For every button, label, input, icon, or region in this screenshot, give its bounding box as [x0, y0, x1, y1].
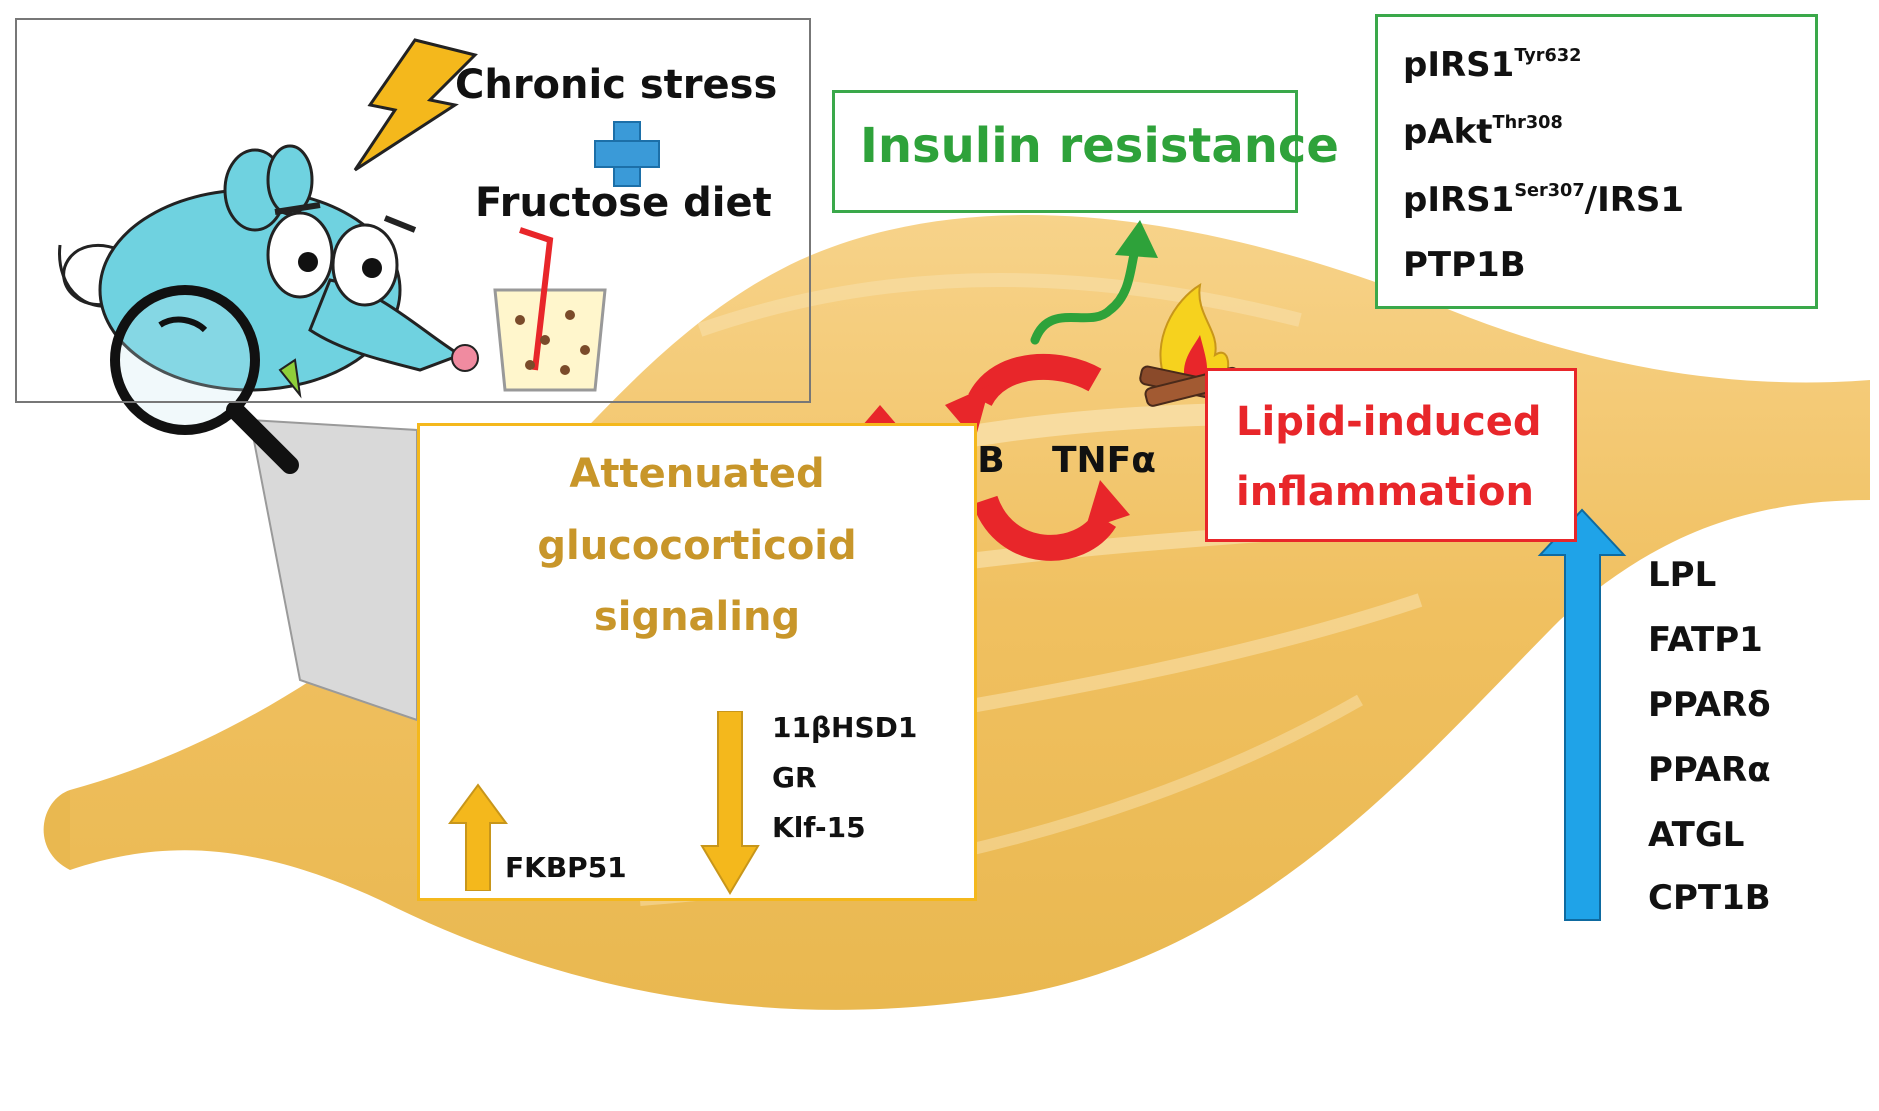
insulin-resistance-box: Insulin resistance — [832, 90, 1339, 213]
gluco-down-gene: GR — [772, 761, 817, 794]
zoom-wedge — [248, 418, 418, 722]
magnifier-icon — [110, 285, 299, 474]
lipid-gene: ATGL — [1648, 815, 1745, 855]
lipid-gene: CPT1B — [1648, 878, 1771, 918]
fkbp51-label: FKBP51 — [505, 851, 627, 884]
lipid-box-line-1: Lipid-induced — [1236, 399, 1542, 445]
nfkb-tnf-cycle-arrows — [945, 353, 1130, 561]
lipid-inflammation-box: Lipid-induced inflammation — [1205, 368, 1577, 542]
green-arrowhead — [1115, 220, 1158, 258]
drink-glass-icon — [493, 227, 607, 392]
plus-icon — [594, 121, 660, 187]
lipid-gene: PPARα — [1648, 750, 1771, 790]
stress-line-2: Fructose diet — [475, 180, 772, 226]
gluco-down-gene: Klf-15 — [772, 811, 866, 844]
marker-item: pAktThr308 — [1403, 112, 1563, 152]
marker-item: pIRS1Tyr632 — [1403, 45, 1582, 85]
lipid-gene: LPL — [1648, 555, 1717, 595]
green-curved-arrow — [1030, 245, 1140, 345]
glucocorticoid-box: Attenuated glucocorticoid signaling FKBP… — [417, 423, 977, 901]
gluco-line-2: glucocorticoid — [537, 523, 857, 569]
stress-line-1: Chronic stress — [455, 62, 778, 108]
marker-item: PTP1B — [1403, 245, 1526, 285]
insulin-markers-box: pIRS1Tyr632 pAktThr308 pIRS1Ser307/IRS1 … — [1375, 14, 1818, 309]
lipid-genes-up-arrow — [1537, 508, 1627, 921]
lipid-box-line-2: inflammation — [1236, 469, 1534, 515]
tnfa-label: TNFα — [1052, 440, 1157, 481]
lipid-gene: FATP1 — [1648, 620, 1763, 660]
gluco-line-3: signaling — [593, 594, 801, 640]
insulin-resistance-title: Insulin resistance — [860, 118, 1339, 174]
gluco-line-1: Attenuated — [569, 451, 825, 497]
lightning-icon — [353, 38, 478, 172]
gluco-down-gene: 11βHSD1 — [772, 711, 918, 744]
gluco-genes-down-arrow — [700, 711, 760, 895]
mouse-illustration — [58, 144, 479, 399]
stress-panel — [15, 18, 811, 403]
marker-item: pIRS1Ser307/IRS1 — [1403, 180, 1685, 220]
fkbp51-up-arrow — [448, 783, 508, 891]
lipid-gene: PPARδ — [1648, 685, 1771, 725]
